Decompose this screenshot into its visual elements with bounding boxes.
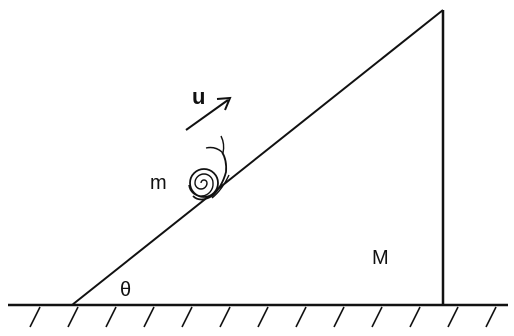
hatch-mark — [219, 306, 231, 328]
hatch-mark — [409, 306, 421, 328]
hatch-mark — [29, 306, 41, 328]
ground-hatching — [29, 306, 497, 328]
hatch-mark — [485, 306, 497, 328]
angle-label: θ — [120, 279, 131, 301]
hatch-mark — [67, 306, 79, 328]
small-mass-label: m — [150, 172, 167, 194]
wedge-mass-label: M — [372, 247, 389, 269]
hatch-mark — [143, 306, 155, 328]
hatch-mark — [295, 306, 307, 328]
incline-surface — [71, 9, 444, 306]
hatch-mark — [257, 306, 269, 328]
velocity-label: u — [192, 84, 205, 109]
hatch-mark — [447, 306, 459, 328]
hatch-mark — [181, 306, 193, 328]
hatch-mark — [333, 306, 345, 328]
hatch-mark — [371, 306, 383, 328]
velocity-arrow — [185, 96, 232, 131]
hatch-mark — [105, 306, 117, 328]
wedge — [71, 9, 445, 306]
snail-icon — [188, 135, 230, 201]
